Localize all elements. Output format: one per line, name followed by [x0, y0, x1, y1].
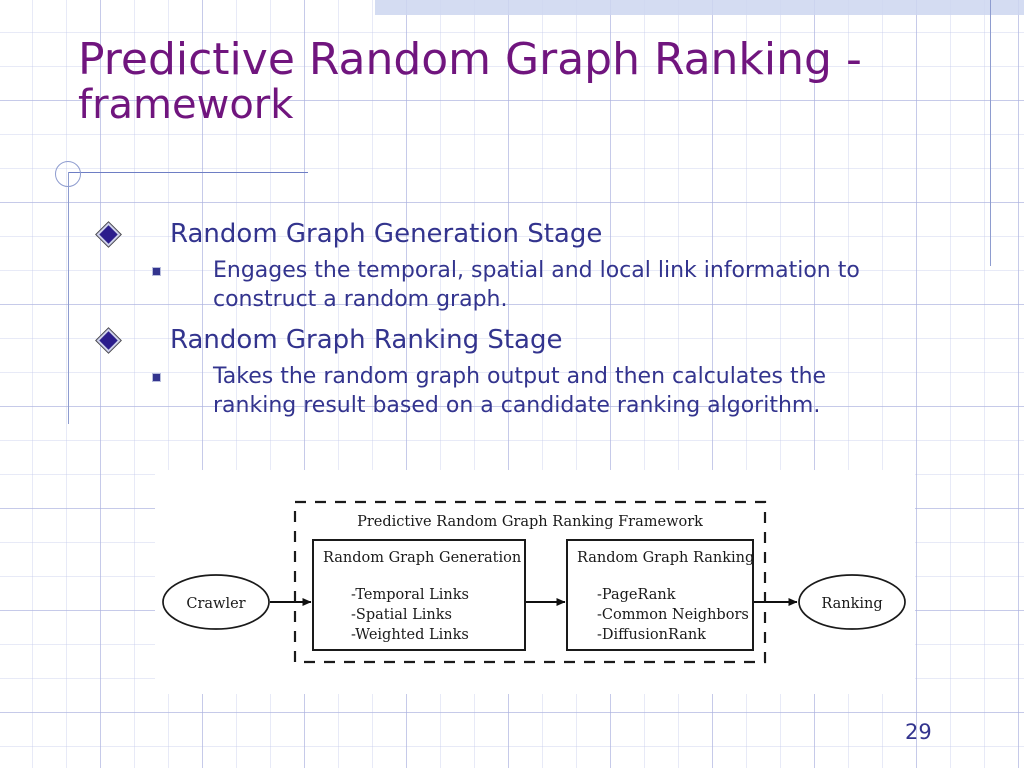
- square-bullet-icon: [152, 266, 161, 276]
- square-bullet-icon: [152, 372, 161, 382]
- right-vertical-rule: [990, 0, 991, 266]
- stage2-line-2: -Common Neighbors: [597, 607, 749, 623]
- page-title-line1: Predictive Random Graph Ranking -: [78, 34, 862, 85]
- framework-diagram: Predictive Random Graph Ranking Framewor…: [155, 470, 915, 694]
- stage2-box: [566, 539, 754, 651]
- list-item: Random Graph Ranking Stage: [96, 324, 980, 358]
- bullet-level1-text: Random Graph Generation Stage: [170, 219, 603, 249]
- page-title-line2: framework: [78, 81, 294, 128]
- stage2-line-3: -DiffusionRank: [597, 627, 706, 643]
- left-vertical-rule: [68, 172, 69, 424]
- diamond-bullet-icon: [96, 222, 121, 247]
- bullet-level2-text: Engages the temporal, spatial and local …: [213, 257, 860, 312]
- page-number: 29: [905, 720, 932, 744]
- title-underline: [68, 172, 308, 173]
- stage2-heading: Random Graph Ranking: [577, 550, 754, 566]
- bullet-list: Random Graph Generation Stage Engages th…: [96, 218, 980, 430]
- page-title: Predictive Random Graph Ranking - framew…: [78, 34, 908, 128]
- bullet-level1-text: Random Graph Ranking Stage: [170, 324, 563, 355]
- list-item: Random Graph Generation Stage: [96, 218, 980, 252]
- stage2-line-1: -PageRank: [597, 587, 676, 603]
- diamond-bullet-icon: [96, 328, 121, 353]
- top-accent-band: [375, 0, 1024, 15]
- output-node-ellipse: [798, 574, 906, 630]
- stage1-line-2: -Spatial Links: [351, 607, 452, 623]
- stage1-line-1: -Temporal Links: [351, 587, 469, 603]
- list-item: Engages the temporal, spatial and local …: [100, 256, 980, 314]
- input-node-ellipse: [162, 574, 270, 630]
- stage1-line-3: -Weighted Links: [351, 627, 469, 643]
- bullet-level2-text: Takes the random graph output and then c…: [213, 363, 827, 418]
- stage1-box: [312, 539, 526, 651]
- input-node-label: Crawler: [186, 596, 245, 612]
- framework-dashed-box: [293, 500, 767, 664]
- output-node-label: Ranking: [821, 596, 882, 612]
- stage1-heading: Random Graph Generation: [323, 550, 521, 566]
- list-item: Takes the random graph output and then c…: [100, 362, 980, 420]
- framework-title: Predictive Random Graph Ranking Framewor…: [357, 514, 703, 530]
